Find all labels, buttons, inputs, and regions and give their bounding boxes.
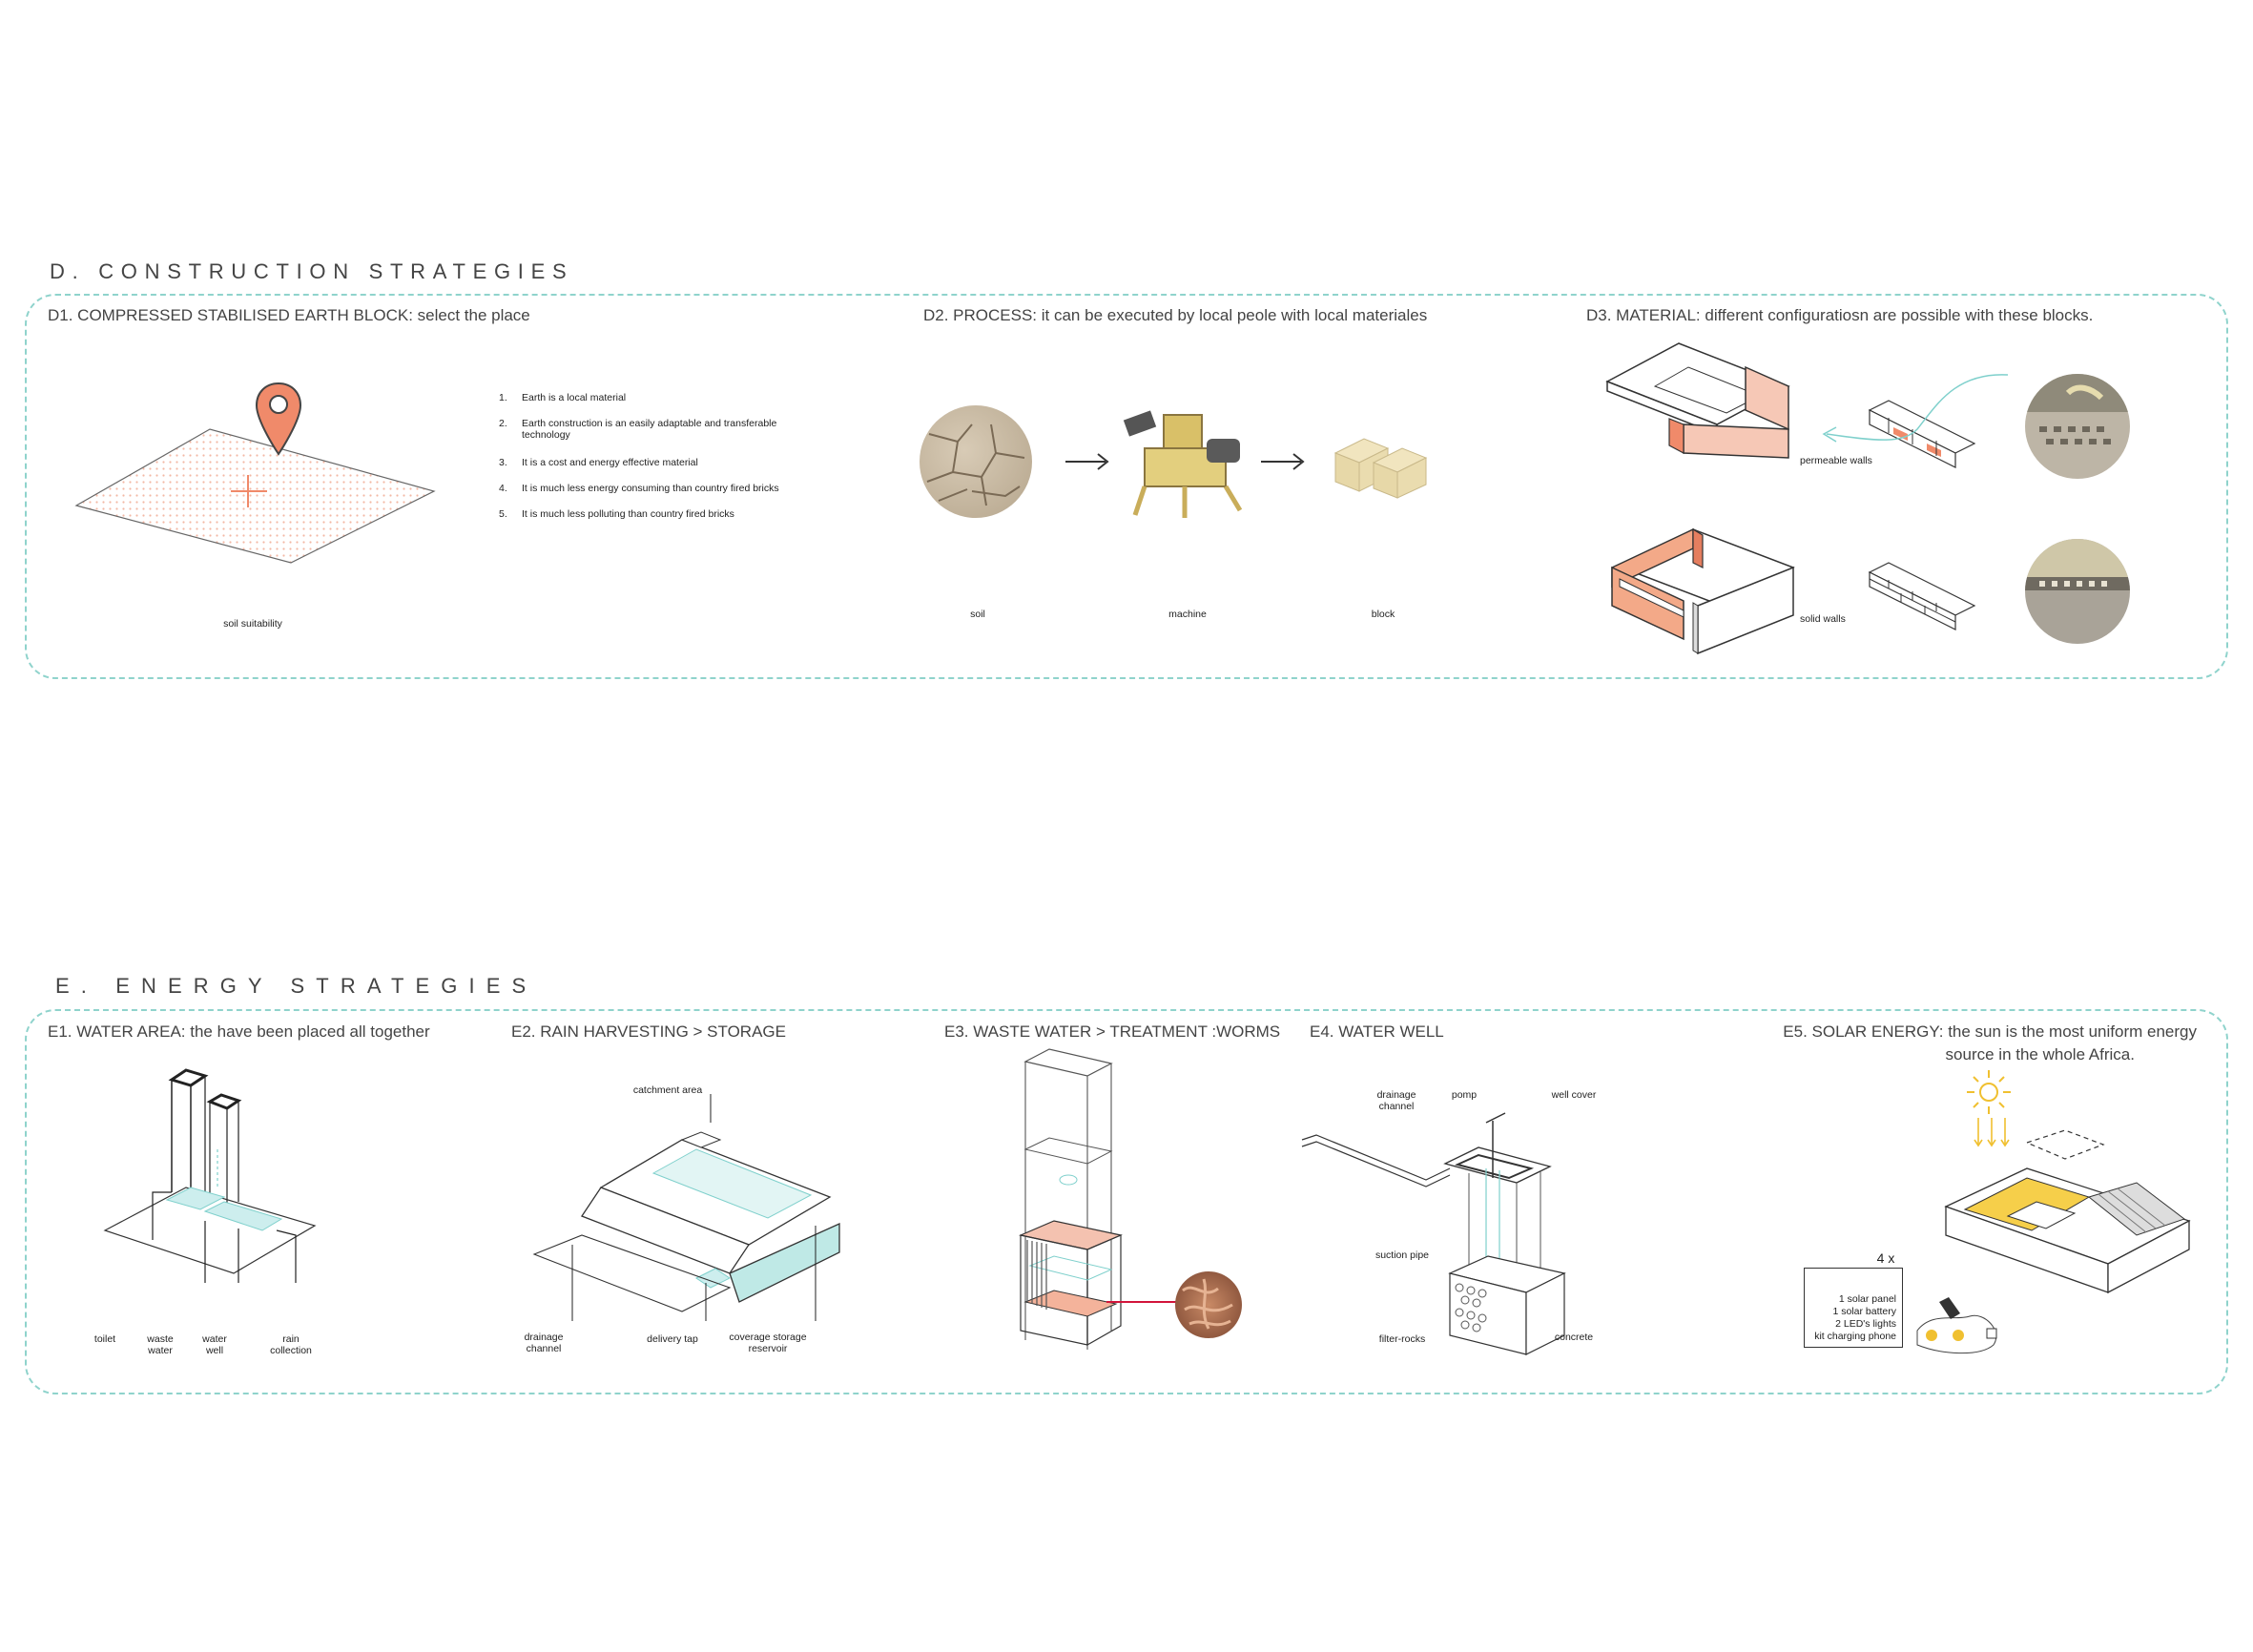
list-text: It is much less polluting than country f…	[522, 508, 734, 520]
solar-kit-box: 1 solar panel 1 solar battery 2 LED's li…	[1804, 1268, 1903, 1348]
permeable-wall-photo	[2025, 374, 2130, 479]
kit-item: kit charging phone	[1814, 1331, 1896, 1342]
d1-benefits-list: 1. Earth is a local material 2. Earth cons…	[499, 392, 814, 526]
arrow-right-icon	[1065, 453, 1109, 470]
coverage-storage-label: coverage storage reservoir	[729, 1332, 807, 1355]
list-item: 5. It is much less polluting than country…	[499, 508, 804, 520]
arrow-right-icon	[1261, 453, 1305, 470]
earth-block-photo	[1333, 438, 1428, 499]
list-number: 1.	[499, 392, 507, 403]
list-item: 1. Earth is a local material	[499, 392, 804, 403]
list-item: 3. It is a cost and energy effective mate…	[499, 457, 804, 468]
permeable-walls-axonometric	[1605, 342, 1790, 459]
solar-house-axonometric	[1944, 1129, 2191, 1294]
soil-suitability-caption: soil suitability	[223, 618, 282, 630]
worms-photo	[1175, 1271, 1242, 1338]
kit-item: 1 solar panel	[1838, 1293, 1896, 1305]
list-text: It is a cost and energy effective materi…	[522, 457, 698, 468]
solid-wall-photo	[2025, 539, 2130, 644]
site-map-diagram	[74, 428, 436, 564]
block-press-machine	[1123, 410, 1243, 518]
d3-heading: D3. MATERIAL: different configuratiosn a…	[1586, 306, 2094, 324]
list-number: 3.	[499, 457, 507, 468]
section-d-panel	[25, 294, 2228, 679]
solid-walls-axonometric	[1611, 527, 1795, 655]
toilet-label: toilet	[93, 1333, 116, 1345]
list-text: Earth construction is an easily adaptabl…	[522, 418, 777, 441]
sun-icon	[1967, 1070, 2011, 1114]
kit-multiplier: 4 x	[1876, 1250, 1895, 1266]
water-well-label: water well	[202, 1333, 227, 1357]
waste-water-label: waste water	[147, 1333, 174, 1357]
d2-heading: D2. PROCESS: it can be executed by local…	[923, 306, 1428, 324]
kit-item: 2 LED's lights	[1835, 1318, 1896, 1330]
e4-heading: E4. WATER WELL	[1310, 1022, 1444, 1041]
pomp-label: pomp	[1451, 1089, 1478, 1101]
list-text: Earth is a local material	[522, 392, 627, 403]
step-label-block: block	[1371, 609, 1395, 620]
e5-heading-line1: E5. SOLAR ENERGY: the sun is the most un…	[1783, 1022, 2197, 1041]
solid-walls-label: solid walls	[1800, 613, 1846, 625]
section-e-title: E. ENERGY STRATEGIES	[55, 974, 538, 998]
d1-heading: D1. COMPRESSED STABILISED EARTH BLOCK: s…	[48, 306, 530, 324]
list-number: 5.	[499, 508, 507, 520]
catchment-area-label: catchment area	[632, 1084, 703, 1096]
list-number: 2.	[499, 418, 507, 429]
water-well-diagram	[1301, 1112, 1566, 1355]
list-item: 4. It is much less energy consuming than …	[499, 483, 804, 494]
concrete-label: concrete	[1554, 1332, 1594, 1343]
kit-item: 1 solar battery	[1832, 1306, 1896, 1317]
location-pin-icon	[255, 382, 302, 456]
e5-heading-line2: source in the whole Africa.	[1945, 1045, 2135, 1063]
list-text: It is much less energy consuming than co…	[522, 483, 779, 494]
solar-kit-illustration	[1916, 1297, 1997, 1354]
step-label-machine: machine	[1168, 609, 1207, 620]
curved-arrow-icon	[1822, 374, 2009, 443]
solid-block-stack	[1868, 562, 1976, 630]
section-d-title: D. CONSTRUCTION STRATEGIES	[50, 259, 574, 283]
soil-photo	[920, 405, 1032, 518]
filter-rocks-label: filter-rocks	[1378, 1333, 1426, 1345]
drainage-channel-label: drainage channel	[524, 1332, 564, 1355]
well-drainage-label: drainage channel	[1376, 1089, 1416, 1113]
worm-treatment-diagram	[1019, 1048, 1196, 1350]
well-cover-label: well cover	[1551, 1089, 1597, 1101]
delivery-tap-label: delivery tap	[647, 1333, 698, 1345]
permeable-walls-label: permeable walls	[1800, 455, 1872, 466]
rain-collection-label: rain collection	[270, 1333, 312, 1357]
permeable-block-stack	[1868, 400, 1976, 468]
sun-rays-arrows-icon	[1974, 1118, 2010, 1147]
step-label-soil: soil	[970, 609, 985, 620]
section-e-panel	[25, 1009, 2228, 1394]
e2-heading: E2. RAIN HARVESTING > STORAGE	[511, 1022, 786, 1041]
suction-pipe-label: suction pipe	[1375, 1249, 1430, 1261]
rain-harvesting-diagram	[532, 1094, 840, 1321]
e3-heading: E3. WASTE WATER > TREATMENT :WORMS	[944, 1022, 1281, 1041]
list-item: 2. Earth construction is an easily adapta…	[499, 418, 804, 441]
list-number: 4.	[499, 483, 507, 494]
water-area-diagram	[103, 1068, 317, 1283]
e1-heading: E1. WATER AREA: the have been placed all…	[48, 1022, 430, 1041]
